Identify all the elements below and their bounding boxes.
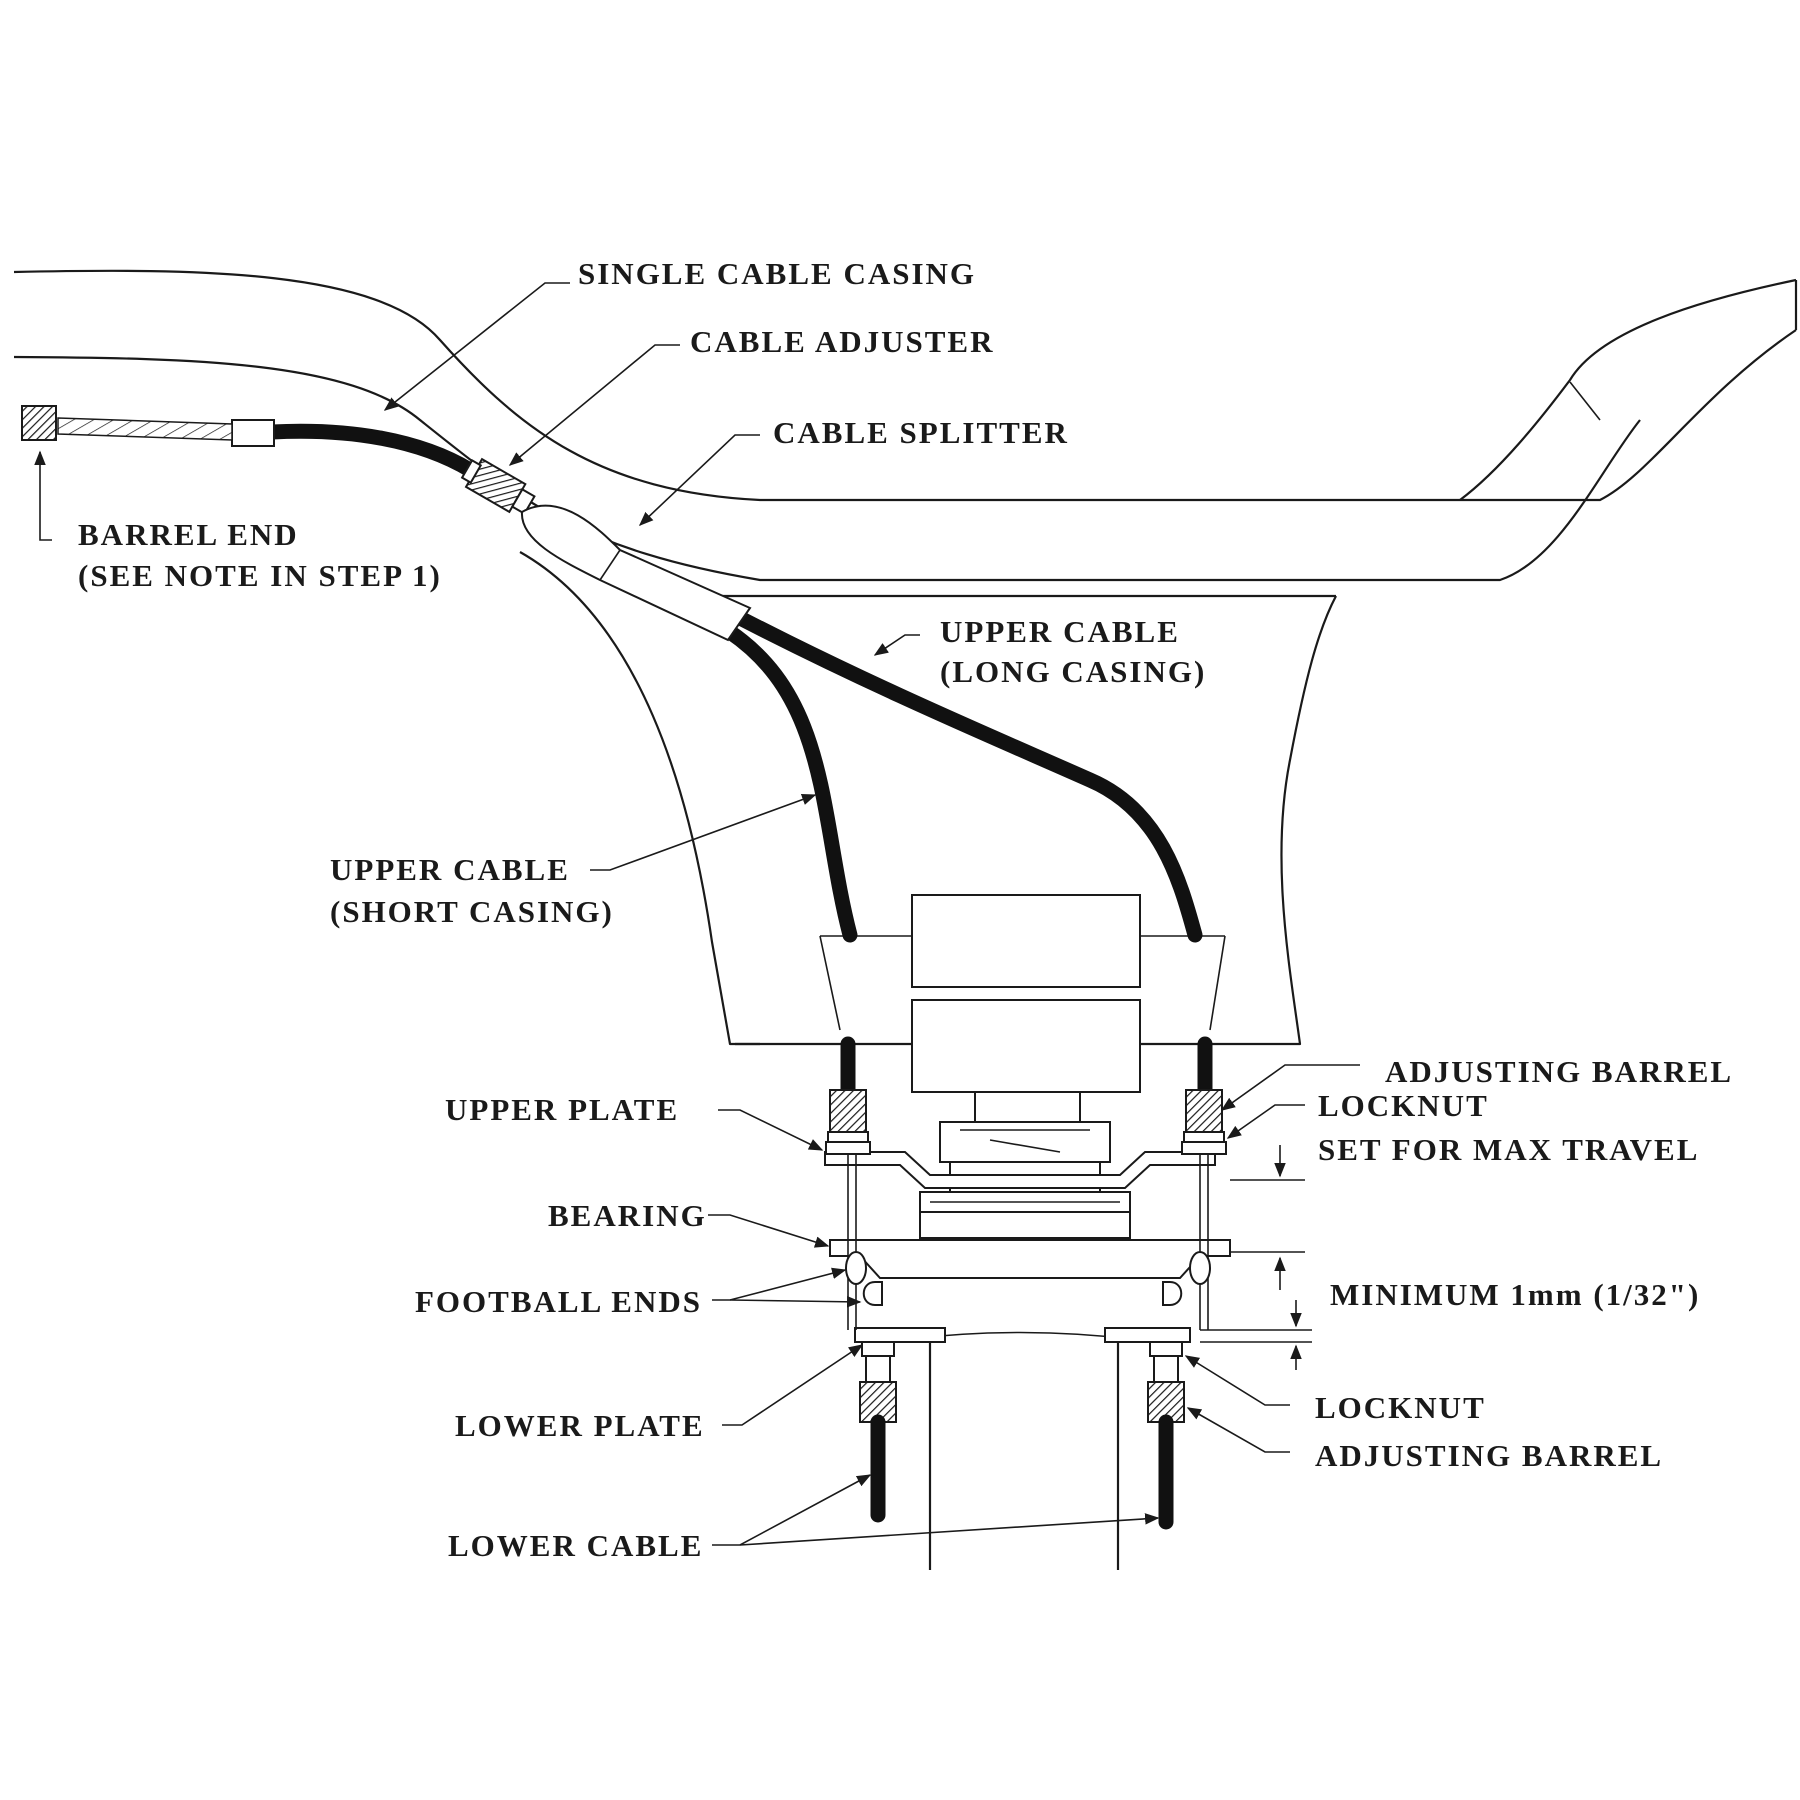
label-lower-plate: LOWER PLATE xyxy=(455,1408,705,1443)
label-barrel-end-note: (SEE NOTE IN STEP 1) xyxy=(78,558,442,593)
dimension-marks xyxy=(1200,1145,1312,1370)
bearing-plate xyxy=(829,1239,1231,1279)
label-cable-adjuster: CABLE ADJUSTER xyxy=(690,324,995,359)
label-lower-cable: LOWER CABLE xyxy=(448,1528,703,1563)
label-upper-cable-short-casing: (SHORT CASING) xyxy=(330,894,614,929)
lower-cables xyxy=(870,1414,1174,1530)
stem xyxy=(519,551,1337,1046)
label-football-ends: FOOTBALL ENDS xyxy=(415,1284,702,1319)
label-upper-cable-long: UPPER CABLE xyxy=(940,614,1180,649)
lower-barrel-left xyxy=(859,1341,897,1423)
leader-lines xyxy=(34,282,1360,1546)
label-single-cable-casing: SINGLE CABLE CASING xyxy=(578,256,976,291)
label-locknut-bottom: LOCKNUT xyxy=(1315,1390,1486,1425)
adjusting-barrel-upper-right xyxy=(1181,1089,1227,1330)
label-bearing: BEARING xyxy=(548,1198,707,1233)
label-adjusting-barrel-top: ADJUSTING BARREL xyxy=(1385,1054,1733,1089)
fork-steerer xyxy=(899,1331,1141,1570)
labels: SINGLE CABLE CASING CABLE ADJUSTER CABLE… xyxy=(78,256,1733,1563)
label-cable-splitter: CABLE SPLITTER xyxy=(773,415,1069,450)
label-barrel-end: BARREL END xyxy=(78,517,299,552)
label-upper-plate: UPPER PLATE xyxy=(445,1092,679,1127)
upper-plate xyxy=(824,1151,1216,1189)
lower-barrel-right xyxy=(1147,1341,1185,1423)
label-locknut-top: LOCKNUT xyxy=(1318,1088,1489,1123)
label-upper-cable-long-casing: (LONG CASING) xyxy=(940,654,1206,689)
football-ends xyxy=(845,1251,1211,1306)
lower-plate xyxy=(854,1327,1191,1343)
stem-clamp xyxy=(911,894,1141,1093)
single-cable-assembly xyxy=(21,405,752,642)
label-set-for-max-travel: SET FOR MAX TRAVEL xyxy=(1318,1132,1699,1167)
label-adjusting-barrel-bottom: ADJUSTING BARREL xyxy=(1315,1438,1663,1473)
headset xyxy=(919,1091,1131,1239)
label-upper-cable-short: UPPER CABLE xyxy=(330,852,570,887)
label-minimum: MINIMUM 1mm (1/32") xyxy=(1330,1277,1700,1312)
upper-cables xyxy=(722,610,1213,1098)
